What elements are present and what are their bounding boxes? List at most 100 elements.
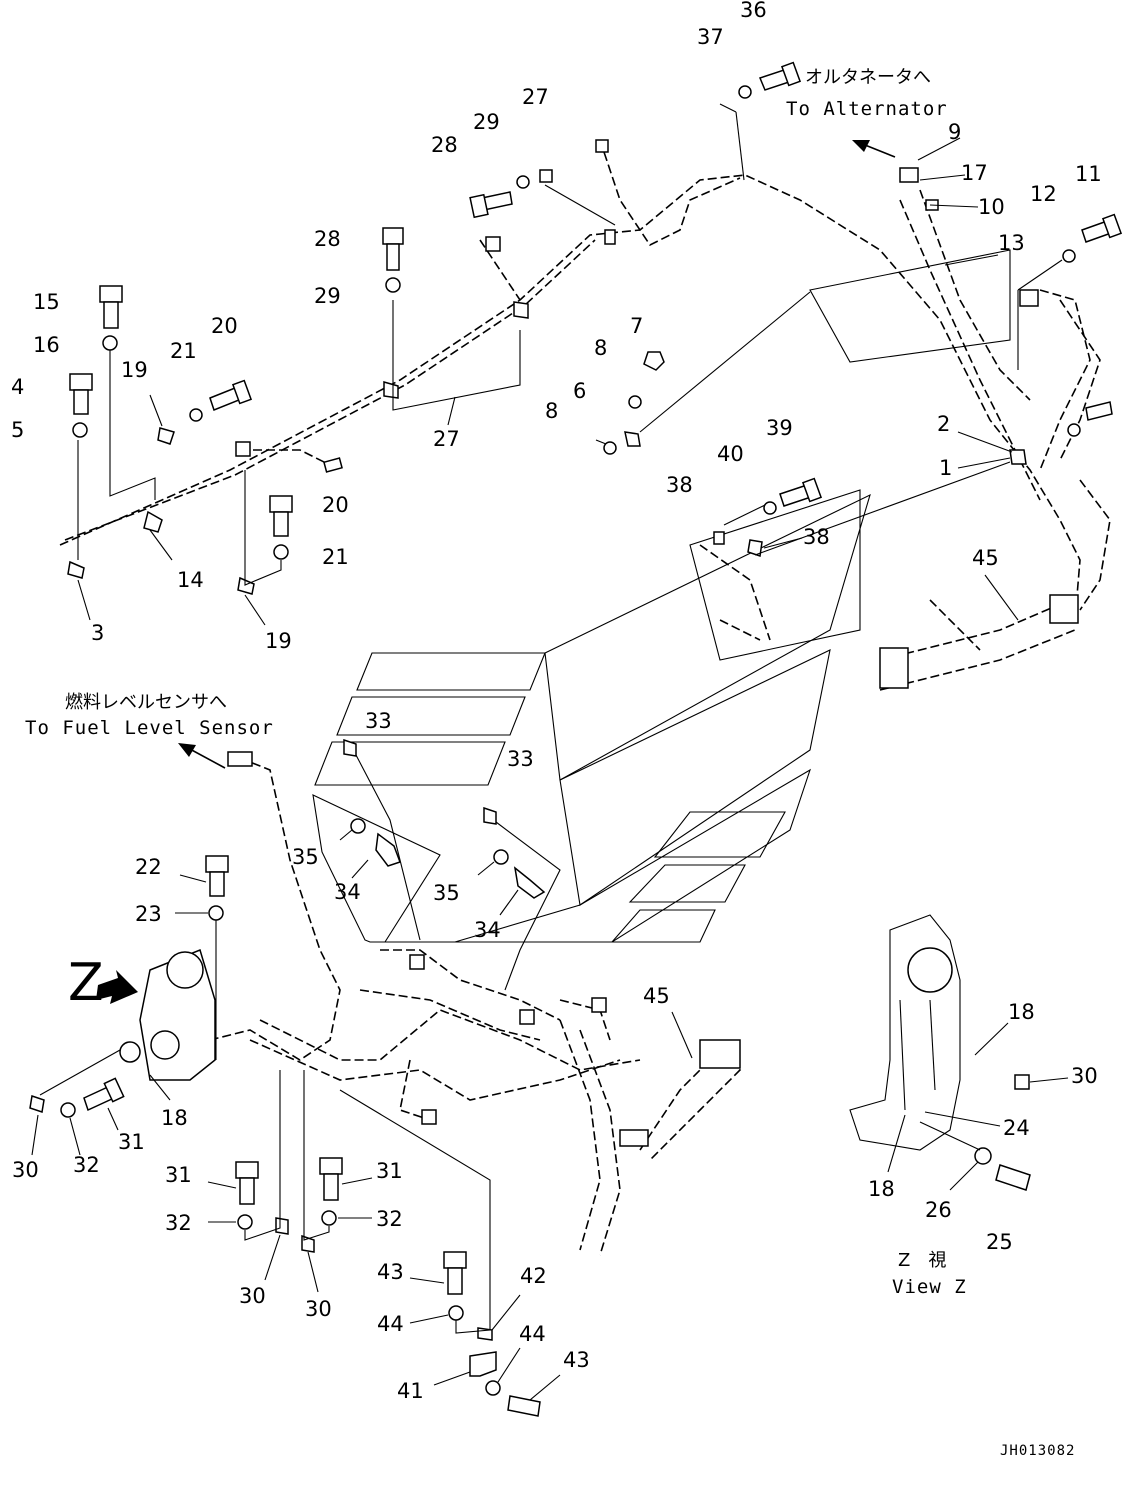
washer-32a [60, 1102, 76, 1118]
washer-44b [485, 1380, 501, 1396]
callout-17: 17 [961, 161, 988, 185]
callout-16: 16 [33, 333, 60, 357]
washer-35a [350, 818, 366, 834]
view-z-arrow [96, 970, 138, 1004]
callout-41: 41 [397, 1379, 424, 1403]
bolt-28a [469, 191, 513, 219]
direction-arrows [96, 140, 896, 1004]
callout-36: 36 [740, 0, 767, 22]
callout-38: 38 [666, 473, 693, 497]
callout-8: 8 [594, 336, 607, 360]
clip-27b-r [513, 301, 529, 319]
washer-8b [603, 441, 617, 455]
callout-35: 35 [433, 881, 460, 905]
callout-32: 32 [165, 1211, 192, 1235]
washer-21a [189, 408, 203, 422]
washer-extra [1067, 423, 1081, 437]
callout-4: 4 [11, 375, 24, 399]
callout-30: 30 [239, 1284, 266, 1308]
washer-35b [493, 849, 509, 865]
clip-30a [29, 1095, 45, 1113]
callout-22: 22 [135, 855, 162, 879]
callout-33: 33 [365, 709, 392, 733]
callout-10: 10 [978, 195, 1005, 219]
callout-8: 8 [545, 399, 558, 423]
callout-34: 34 [334, 880, 361, 904]
view-z-detail [849, 914, 1031, 1191]
washer-5 [72, 422, 88, 438]
callout-42: 42 [520, 1264, 547, 1288]
callout-21: 21 [322, 545, 349, 569]
callout-1: 1 [939, 456, 952, 480]
bolt-31c [319, 1157, 343, 1201]
callout-33: 33 [507, 747, 534, 771]
washer-16 [102, 335, 118, 351]
lower-harness [119, 751, 742, 1256]
bolt-15 [99, 285, 123, 329]
callout-26: 26 [925, 1198, 952, 1222]
washer-29a [516, 175, 530, 189]
bolt-34b [513, 866, 546, 899]
clip-14 [143, 510, 163, 533]
callout-45: 45 [972, 546, 999, 570]
callout-18: 18 [868, 1177, 895, 1201]
alternator-note-en: To Alternator [786, 98, 948, 120]
bolt-31b [235, 1161, 259, 1205]
clip-27 [539, 169, 553, 183]
bolt-28b [382, 227, 404, 271]
callout-38: 38 [803, 525, 830, 549]
bolt-20a [209, 379, 253, 411]
callout-40: 40 [717, 442, 744, 466]
view-z-title-jp: Z 視 [898, 1250, 946, 1271]
callout-20: 20 [211, 314, 238, 338]
washer-8a [628, 395, 642, 409]
leader-lines [31, 103, 1069, 1401]
washer-40 [763, 501, 777, 515]
callout-18: 18 [161, 1106, 188, 1130]
callout-14: 14 [177, 568, 204, 592]
callout-43: 43 [563, 1348, 590, 1372]
fuel-tank-outline [312, 493, 871, 943]
part-callouts: 36 37 9 17 10 11 12 13 27 29 28 28 29 27… [11, 0, 1102, 1403]
callout-6: 6 [573, 379, 586, 403]
callout-31: 31 [118, 1130, 145, 1154]
bolt-31a [83, 1077, 125, 1112]
bolt-extra [1085, 401, 1113, 421]
callout-19: 19 [121, 358, 148, 382]
callout-32: 32 [73, 1153, 100, 1177]
clip-1 [1009, 449, 1027, 465]
bracket-41 [469, 1351, 497, 1377]
callout-27: 27 [433, 427, 460, 451]
clip-33b [483, 806, 497, 825]
upper-harness [59, 139, 1111, 691]
callout-20: 20 [322, 493, 349, 517]
bolt-36 [758, 61, 802, 91]
bolt-43b [507, 1395, 541, 1417]
callout-29: 29 [314, 284, 341, 308]
callout-43: 43 [377, 1260, 404, 1284]
clip-19b [237, 576, 255, 595]
washer-32b [237, 1214, 253, 1230]
callout-35: 35 [292, 845, 319, 869]
clip-38b [747, 539, 763, 557]
bolt-39 [779, 477, 823, 507]
callout-39: 39 [766, 416, 793, 440]
callout-29: 29 [473, 110, 500, 134]
bolt-43a [443, 1251, 467, 1295]
washer-44a [448, 1305, 464, 1321]
clip-3 [67, 560, 85, 579]
text-notes: オルタネータへ To Alternator 燃料レベルセンサへ To Fuel … [25, 67, 1074, 1459]
clip-30b [275, 1217, 289, 1235]
callout-32: 32 [376, 1207, 403, 1231]
callout-19: 19 [265, 629, 292, 653]
washer-23 [208, 905, 224, 921]
callout-5: 5 [11, 418, 24, 442]
alternator-note-jp: オルタネータへ [805, 67, 931, 88]
callout-37: 37 [697, 25, 724, 49]
bolt-20b [269, 495, 293, 537]
callout-13: 13 [998, 231, 1025, 255]
washer-32c [321, 1210, 337, 1226]
callout-21: 21 [170, 339, 197, 363]
bolt-11 [1081, 213, 1123, 243]
